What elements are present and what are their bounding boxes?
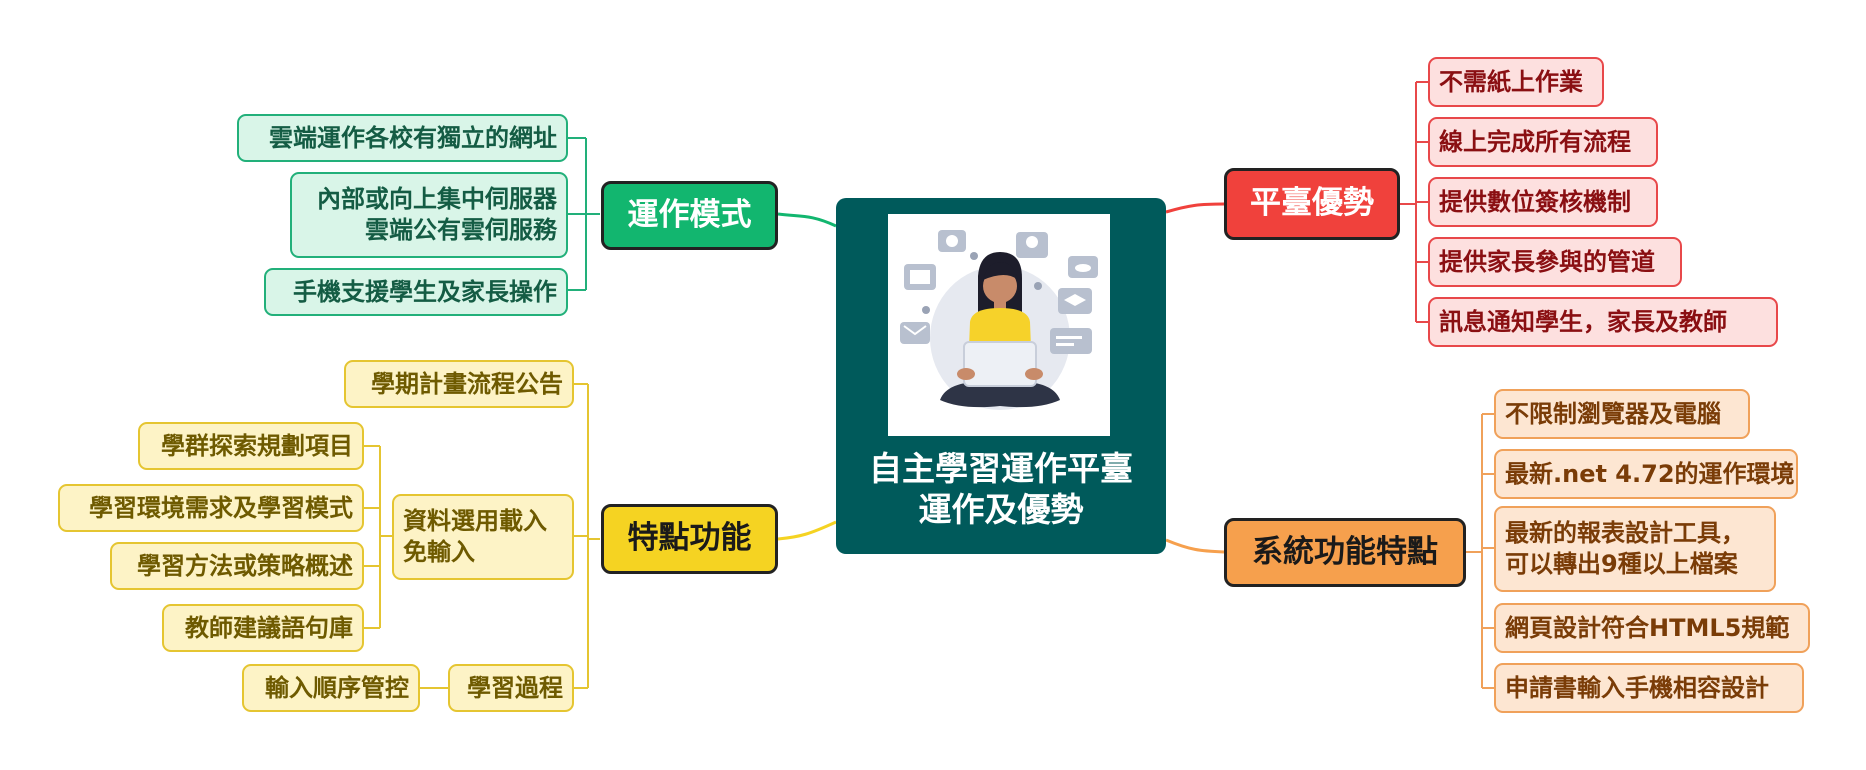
- operation-item-label: 內部或向上集中伺服器: [317, 185, 557, 214]
- system-item-label: 最新的報表設計工具，: [1505, 519, 1745, 548]
- system-item-label: 可以轉出9種以上檔案: [1505, 550, 1738, 578]
- advantage-item[interactable]: 提供家長參與的管道: [1428, 237, 1682, 287]
- data-selection-item-label: 學習環境需求及學習模式: [89, 493, 353, 522]
- chat-icon: [1050, 328, 1092, 354]
- advantage-item-label: 提供數位簽核機制: [1439, 187, 1631, 216]
- center-title-line2: 運作及優勢: [918, 490, 1084, 530]
- learning-process-item[interactable]: 輸入順序管控: [242, 664, 420, 712]
- operation-item-label: 手機支援學生及家長操作: [293, 277, 557, 306]
- learning-process-item-label: 輸入順序管控: [265, 673, 409, 702]
- operation-links: [568, 137, 600, 291]
- center-illustration: [888, 214, 1110, 436]
- advantage-item-label: 訊息通知學生，家長及教師: [1439, 307, 1727, 336]
- operation-item-label: 雲端公有雲伺服務: [365, 216, 557, 244]
- topic-features-label: 特點功能: [627, 520, 752, 557]
- globe-icon: [938, 230, 966, 252]
- system-item[interactable]: 最新的報表設計工具， 可以轉出9種以上檔案: [1494, 506, 1776, 592]
- advantage-item-label: 提供家長參與的管道: [1439, 247, 1655, 276]
- advantage-item[interactable]: 提供數位簽核機制: [1428, 177, 1658, 227]
- topic-advantages-label: 平臺優勢: [1250, 185, 1374, 222]
- data-selection-item-label: 學習方法或策略概述: [137, 551, 353, 580]
- link-center-operation: [777, 212, 837, 228]
- feature-item-label: 學習過程: [467, 673, 563, 702]
- graduation-cap-icon: [1058, 288, 1092, 314]
- system-item[interactable]: 不限制瀏覽器及電腦: [1494, 389, 1750, 439]
- features-links: [364, 383, 600, 689]
- data-selection-item-label: 學群探索規劃項目: [161, 431, 353, 460]
- advantage-item[interactable]: 線上完成所有流程: [1428, 117, 1658, 167]
- data-selection-item-label: 教師建議語句庫: [185, 613, 353, 642]
- system-item[interactable]: 最新.net 4.72的運作環境: [1494, 449, 1798, 499]
- topic-system-features[interactable]: 系統功能特點: [1224, 518, 1466, 587]
- operation-item[interactable]: 雲端運作各校有獨立的網址: [237, 114, 568, 162]
- advantage-item-label: 不需紙上作業: [1439, 67, 1583, 96]
- topic-features[interactable]: 特點功能: [601, 504, 778, 574]
- feature-item-label: 免輸入: [403, 538, 475, 566]
- book-icon: [904, 264, 936, 290]
- operation-item-label: 雲端運作各校有獨立的網址: [269, 123, 557, 152]
- system-item[interactable]: 申請書輸入手機相容設計: [1494, 663, 1804, 713]
- center-title: 自主學習運作平臺 運作及優勢: [836, 448, 1166, 531]
- system-item-label: 網頁設計符合HTML5規範: [1505, 613, 1790, 642]
- topic-operation-mode[interactable]: 運作模式: [601, 181, 778, 250]
- topic-platform-advantages[interactable]: 平臺優勢: [1224, 168, 1400, 240]
- system-links: [1466, 413, 1494, 689]
- data-selection-item[interactable]: 學群探索規劃項目: [138, 422, 364, 470]
- operation-item[interactable]: 手機支援學生及家長操作: [264, 268, 568, 316]
- data-selection-item[interactable]: 學習方法或策略概述: [110, 542, 364, 590]
- advantage-item-label: 線上完成所有流程: [1439, 127, 1631, 156]
- advantage-item[interactable]: 訊息通知學生，家長及教師: [1428, 297, 1778, 347]
- heart-icon: [922, 252, 1042, 314]
- system-item-label: 最新.net 4.72的運作環境: [1505, 459, 1795, 488]
- feature-item-label: 學期計畫流程公告: [371, 369, 563, 398]
- operation-item[interactable]: 內部或向上集中伺服器 雲端公有雲伺服務: [290, 172, 568, 258]
- advantage-item[interactable]: 不需紙上作業: [1428, 57, 1604, 107]
- system-item[interactable]: 網頁設計符合HTML5規範: [1494, 603, 1810, 653]
- cloud-icon: [1068, 256, 1098, 278]
- feature-item[interactable]: 學習過程: [448, 664, 574, 712]
- topic-system-label: 系統功能特點: [1252, 533, 1438, 570]
- feature-item-label: 資料選用載入: [403, 507, 547, 536]
- mail-icon: [900, 322, 930, 344]
- topic-operation-label: 運作模式: [627, 196, 752, 233]
- link-center-system: [1165, 538, 1225, 554]
- feature-item[interactable]: 資料選用載入 免輸入: [392, 494, 574, 580]
- award-icon: [1016, 232, 1048, 258]
- system-item-label: 不限制瀏覽器及電腦: [1505, 399, 1721, 428]
- feature-item[interactable]: 學期計畫流程公告: [344, 360, 574, 408]
- system-item-label: 申請書輸入手機相容設計: [1505, 673, 1769, 702]
- advantages-links: [1400, 81, 1428, 323]
- link-center-advantages: [1165, 202, 1225, 214]
- link-center-features: [777, 520, 837, 541]
- center-title-line1: 自主學習運作平臺: [869, 449, 1133, 488]
- data-selection-item[interactable]: 教師建議語句庫: [162, 604, 364, 652]
- data-selection-item[interactable]: 學習環境需求及學習模式: [58, 484, 364, 532]
